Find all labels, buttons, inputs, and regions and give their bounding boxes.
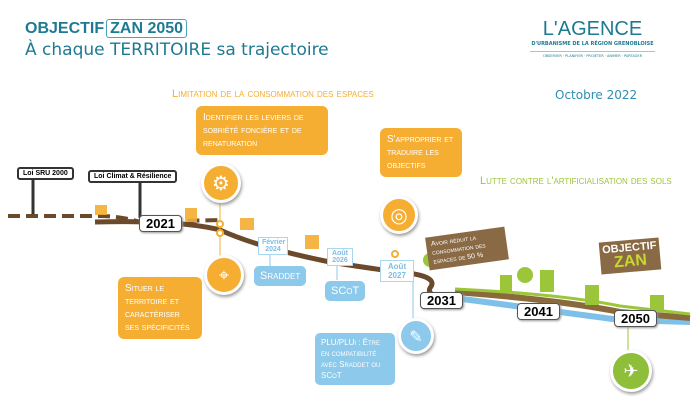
date-plu: Août 2027 [380,260,414,282]
date-label: Octobre 2022 [555,88,638,102]
sign-loi-climat: Loi Climat & Résilience [88,170,178,183]
step-identifier: Identifier les leviers de sobriété fonci… [196,106,328,155]
agency-logo: L'AGENCE D'URBANISME DE LA RÉGION GRENOB… [530,18,655,58]
target-icon: ◎ [380,196,418,234]
year-2050: 2050 [614,310,657,327]
year-2021: 2021 [139,215,182,232]
step-situer: Situer le territoire et caractériser ses… [118,277,202,339]
logo-name: L'AGENCE [542,18,643,40]
date-sraddet: Février 2024 [258,237,288,255]
doc-plu: PLU/PLUi : Être en compatibilité avec Sr… [315,333,395,385]
phase-limitation: Limitation de la consommation des espace… [172,88,374,100]
doc-scot: SCoT [325,281,366,301]
title-zan: ZAN 2050 [106,19,188,38]
year-2031: 2031 [420,292,463,309]
title-objectif: OBJECTIF [25,20,105,37]
logo-tagline: D'URBANISME DE LA RÉGION GRENOBLOISE [531,41,654,47]
banner-objectif-zan: OBJECTIF ZAN [598,237,662,275]
subtitle: À chaque TERRITOIRE sa trajectoire [25,40,329,60]
document-pen-icon: ✎ [398,318,434,354]
step-approprier: S'approprier et traduire les objectifs [380,128,462,177]
logo-values: OBSERVER · PLANIFIER · PROJETER · ANIMER… [530,51,655,58]
gears-icon: ⚙ [201,163,241,203]
sign-loi-sru: Loi SRU 2000 [17,167,74,180]
map-pin-icon: ⌖ [204,255,244,295]
phase-lutte: Lutte contre l'artificialisation des sol… [480,175,672,187]
year-2041: 2041 [517,303,560,320]
date-scot: Août 2026 [327,248,353,266]
doc-sraddet: Sraddet [254,266,307,286]
plane-icon: ✈ [610,350,652,392]
